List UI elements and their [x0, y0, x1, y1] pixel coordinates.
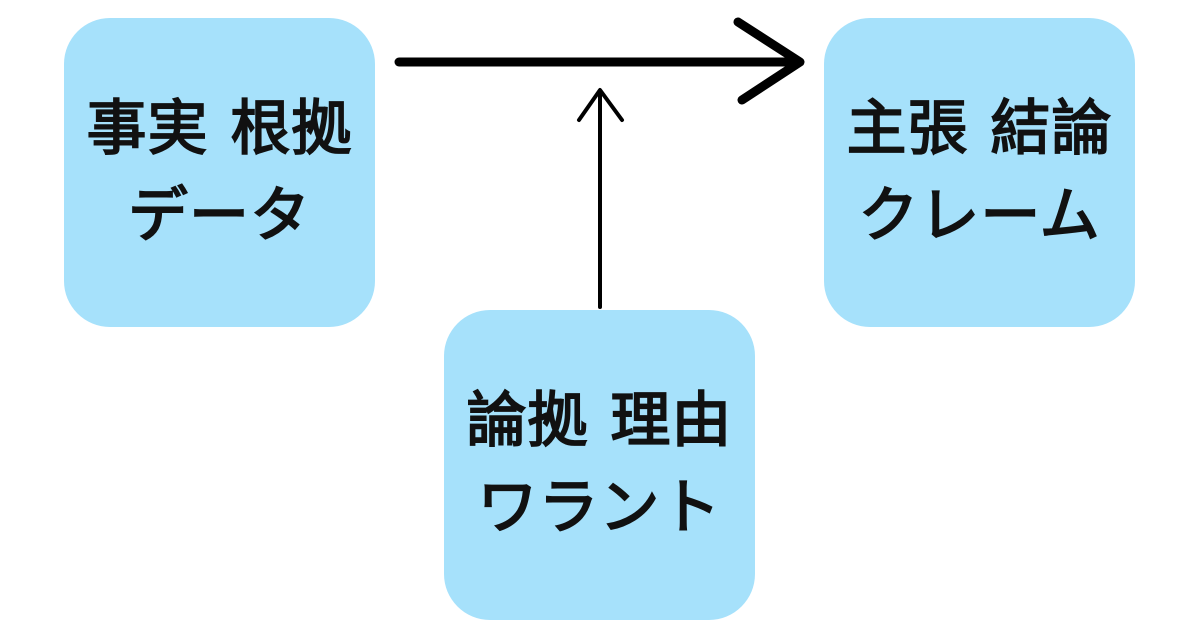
data-node: 事実 根拠 データ: [64, 18, 375, 327]
data-to-claim-arrow-head: [733, 17, 805, 105]
warrant-node-line1: 論拠 理由: [466, 386, 733, 456]
claim-node-line1: 主張 結論: [846, 93, 1113, 164]
warrant-arrow-head: [577, 88, 624, 122]
claim-node: 主張 結論 クレーム: [824, 18, 1135, 327]
data-to-claim-arrow: [394, 17, 805, 105]
data-node-line1: 事実 根拠: [86, 93, 353, 164]
claim-node-line2: クレーム: [858, 180, 1101, 251]
warrant-node: 論拠 理由 ワラント: [444, 310, 755, 620]
warrant-to-arrow: [577, 88, 624, 309]
warrant-node-line2: ワラント: [477, 473, 722, 543]
data-node-line2: データ: [128, 180, 311, 251]
